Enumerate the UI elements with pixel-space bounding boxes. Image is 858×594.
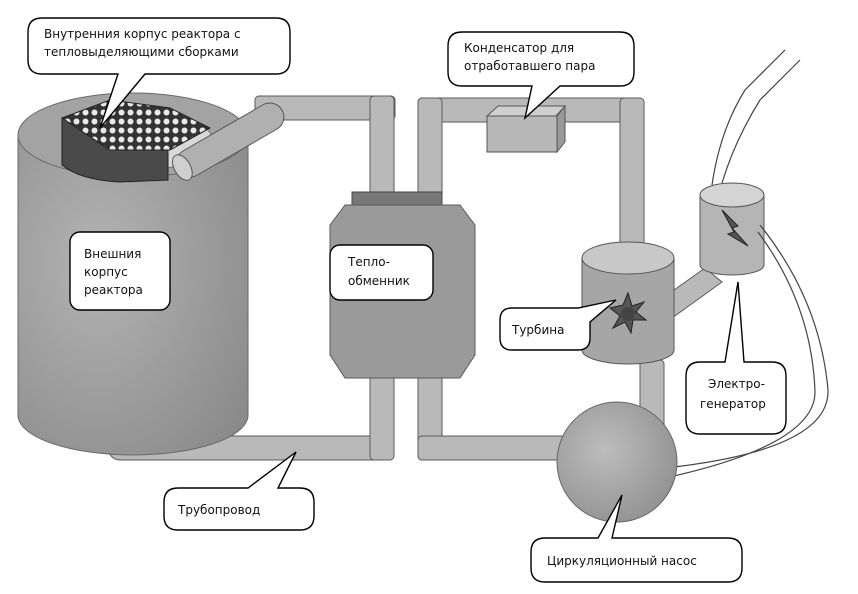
callout-pump: Циркуляционный насос (530, 494, 743, 583)
pipe-network (107, 95, 723, 461)
heat-exchanger-label-line2: обменник (348, 274, 410, 288)
pump-label: Циркуляционный насос (547, 554, 697, 568)
callout-turbine: Турбина (499, 299, 617, 351)
turbine (581, 241, 675, 365)
outer-vessel-label-line3: реактора (84, 283, 143, 297)
generator-label-line1: Электро- (708, 377, 765, 391)
inner-reactor-core (60, 99, 285, 183)
pipeline-label: Трубопровод (177, 503, 260, 517)
electric-generator (664, 49, 829, 479)
callout-condenser: Конденсатор для отработавшего пара (447, 31, 635, 121)
callout-heat-exchanger: Тепло- обменник (329, 244, 434, 301)
circulation-pump (556, 401, 678, 523)
heat-exchanger-label-line1: Тепло- (347, 255, 390, 269)
callout-inner-core: Внутренния корпус реактора с тепловыделя… (27, 17, 291, 129)
callout-pipeline: Трубопровод (163, 451, 315, 531)
lightning-icon (721, 209, 749, 247)
turbine-label: Турбина (511, 323, 564, 337)
generator-label-line2: генератор (700, 397, 766, 411)
inner-core-label-line1: Внутренния корпус реактора с (44, 27, 241, 41)
condenser-label-line1: Конденсатор для (464, 41, 574, 55)
callout-outer-vessel: Внешния корпус реактора (69, 231, 171, 311)
outer-vessel-label-line1: Внешния (84, 247, 141, 261)
condenser (485, 104, 567, 154)
outer-vessel-label-line2: корпус (84, 265, 128, 279)
inner-core-label-line2: тепловыделяющими сборками (44, 45, 239, 59)
star-burst-icon (608, 291, 648, 335)
callout-generator: Электро- генератор (685, 281, 787, 435)
condenser-label-line2: отработавшего пара (464, 59, 595, 73)
